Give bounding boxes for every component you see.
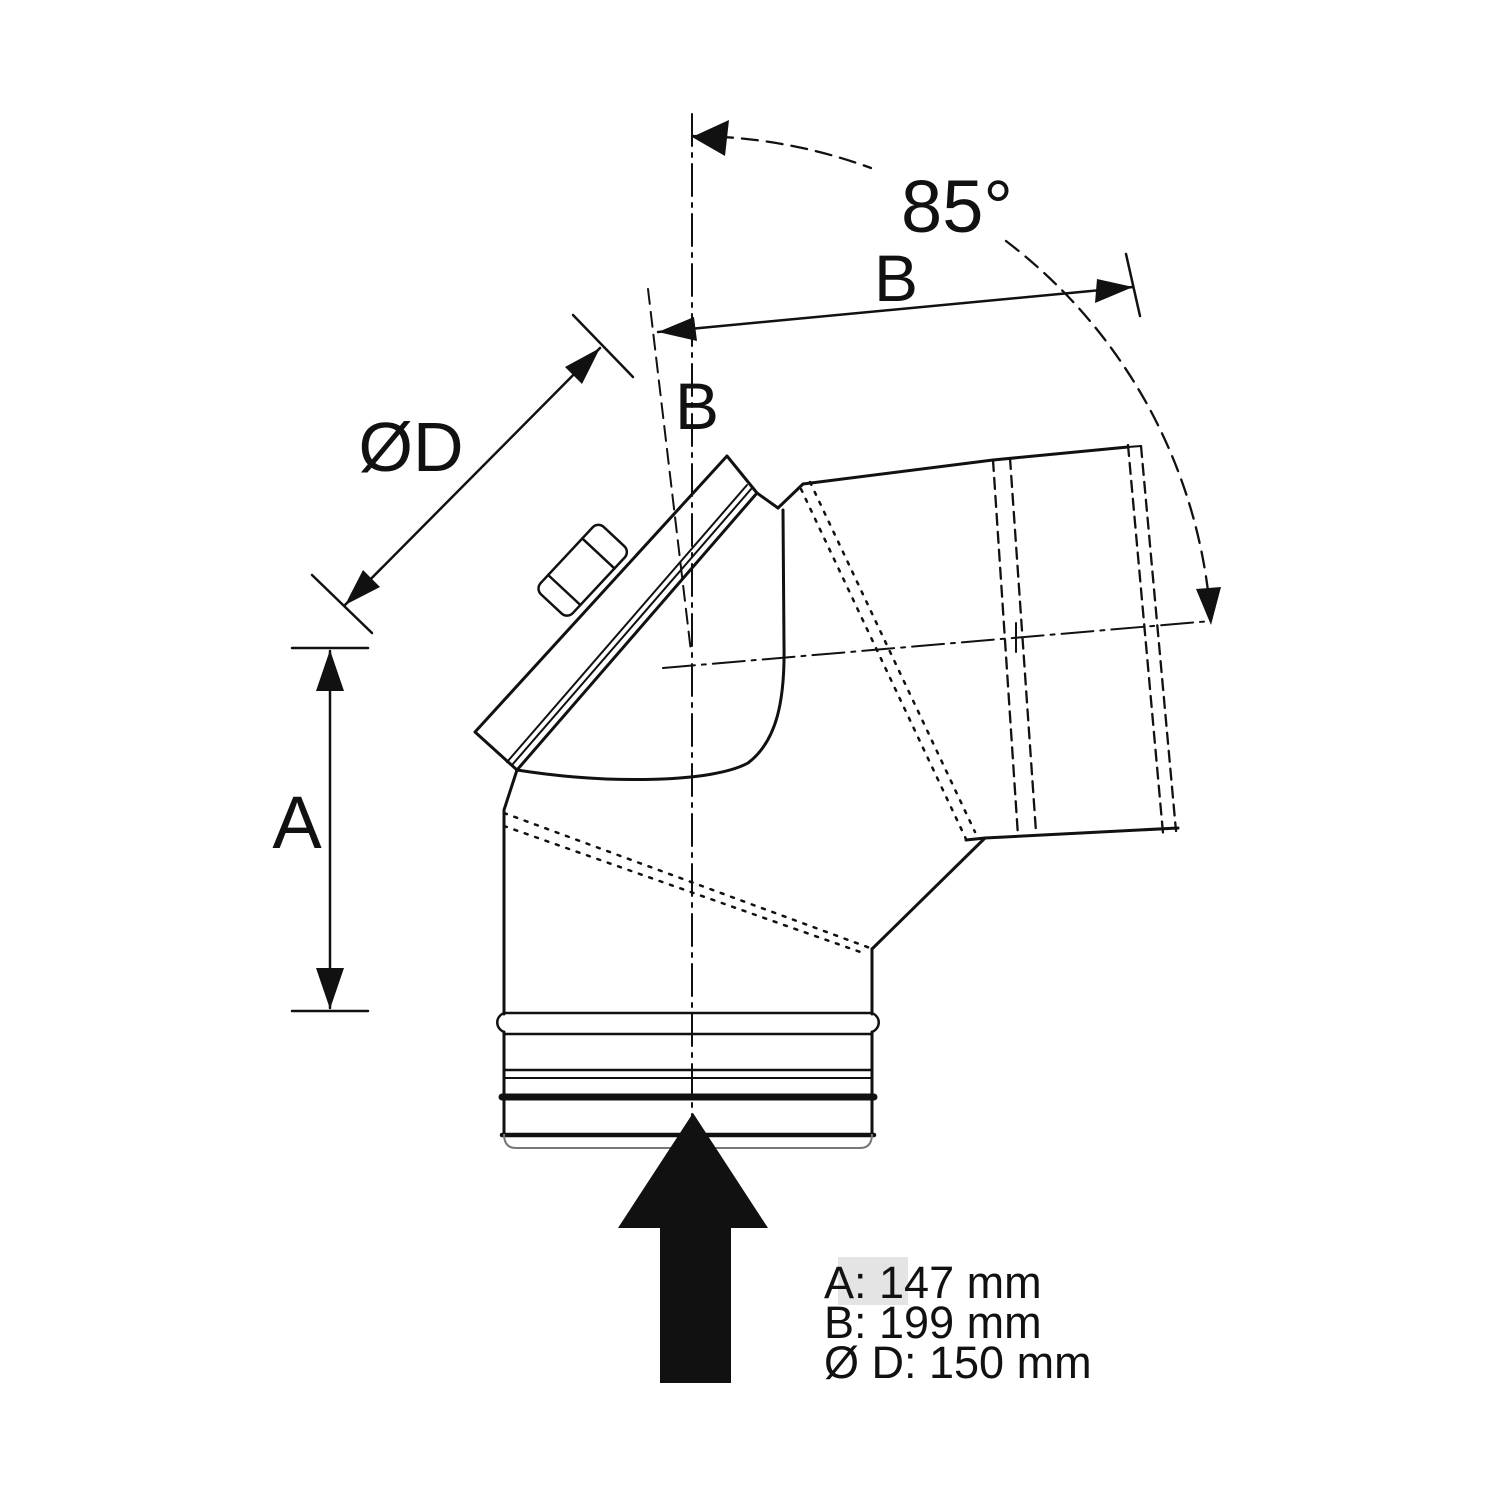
a-label: A (272, 781, 322, 864)
angle-arc-segment-2 (1004, 239, 1213, 624)
outlet-top-lip (1127, 445, 1142, 448)
diameter-arrowhead-upper (565, 348, 600, 384)
spec-line-d: Ø D: 150 mm (824, 1337, 1092, 1388)
b-extension-tick-right (1124, 252, 1142, 318)
seam-upper-2 (808, 480, 977, 834)
dimension-diameter: ØD (310, 313, 635, 635)
dimension-b: B B (656, 241, 1142, 443)
dimension-angle: 85° (690, 120, 1221, 625)
door-bolt-split-1 (546, 573, 582, 607)
outlet-top-edge (801, 445, 1130, 486)
diameter-label: ØD (359, 408, 464, 486)
notch-left-edge (755, 491, 780, 510)
outlet-end-face-inner (1126, 443, 1165, 835)
a-arrowhead-top (316, 650, 344, 691)
b-arrowhead-right (1095, 279, 1133, 303)
seam-upper-1 (799, 487, 968, 841)
notch-right-edge (776, 482, 805, 510)
angle-arrowhead-top (692, 120, 729, 156)
seam-lower-2 (502, 824, 868, 956)
outlet-bottom-edge (964, 826, 1180, 842)
diameter-dimension-line (343, 346, 602, 607)
door-plate (473, 454, 759, 772)
seam-lower-1 (502, 811, 872, 950)
diameter-tick-lower (310, 573, 374, 635)
door-rim-line-2 (506, 484, 748, 763)
flow-direction (618, 1113, 768, 1383)
pipe-left-edge (502, 768, 519, 1016)
diameter-tick-upper (571, 313, 635, 379)
centerlines (647, 113, 1212, 1134)
a-arrowhead-bottom (316, 968, 344, 1009)
socket-bulge-left (496, 1011, 506, 1034)
door-bolt-body (537, 523, 629, 617)
diameter-arrowhead-lower (345, 570, 380, 605)
outlet-ring-1 (991, 458, 1020, 838)
elbow-body (473, 443, 1180, 1149)
flow-direction-arrow-icon (618, 1113, 768, 1383)
angle-label: 85° (901, 165, 1013, 248)
b-label-top: B (874, 241, 918, 315)
angle-arrowhead-bottom (1196, 587, 1221, 625)
tilted-reference-line (647, 288, 692, 653)
outlet-end-face-outer (1139, 444, 1178, 833)
door-bolt (537, 523, 629, 617)
outlet-centerline (662, 620, 1212, 669)
spec-line-b: B: 199 mm (824, 1297, 1042, 1348)
spec-highlight (838, 1257, 908, 1305)
spec-text-block: A: 147 mm B: 199 mm Ø D: 150 mm (824, 1257, 1092, 1388)
outlet-ring-2 (1008, 456, 1038, 834)
mid-right-edge (870, 836, 987, 951)
spec-line-a: A: 147 mm (824, 1257, 1042, 1308)
angle-arc-segment-1 (690, 134, 873, 170)
door-bolt-split-2 (581, 537, 616, 570)
door-edge-curve (515, 508, 786, 782)
b-label-axis: B (675, 369, 719, 443)
dimension-a: A (272, 646, 370, 1013)
b-dimension-line (656, 285, 1135, 334)
b-arrowhead-left (658, 317, 697, 341)
door-rim-line-1 (511, 487, 753, 766)
socket-bulge-right (870, 1011, 880, 1034)
